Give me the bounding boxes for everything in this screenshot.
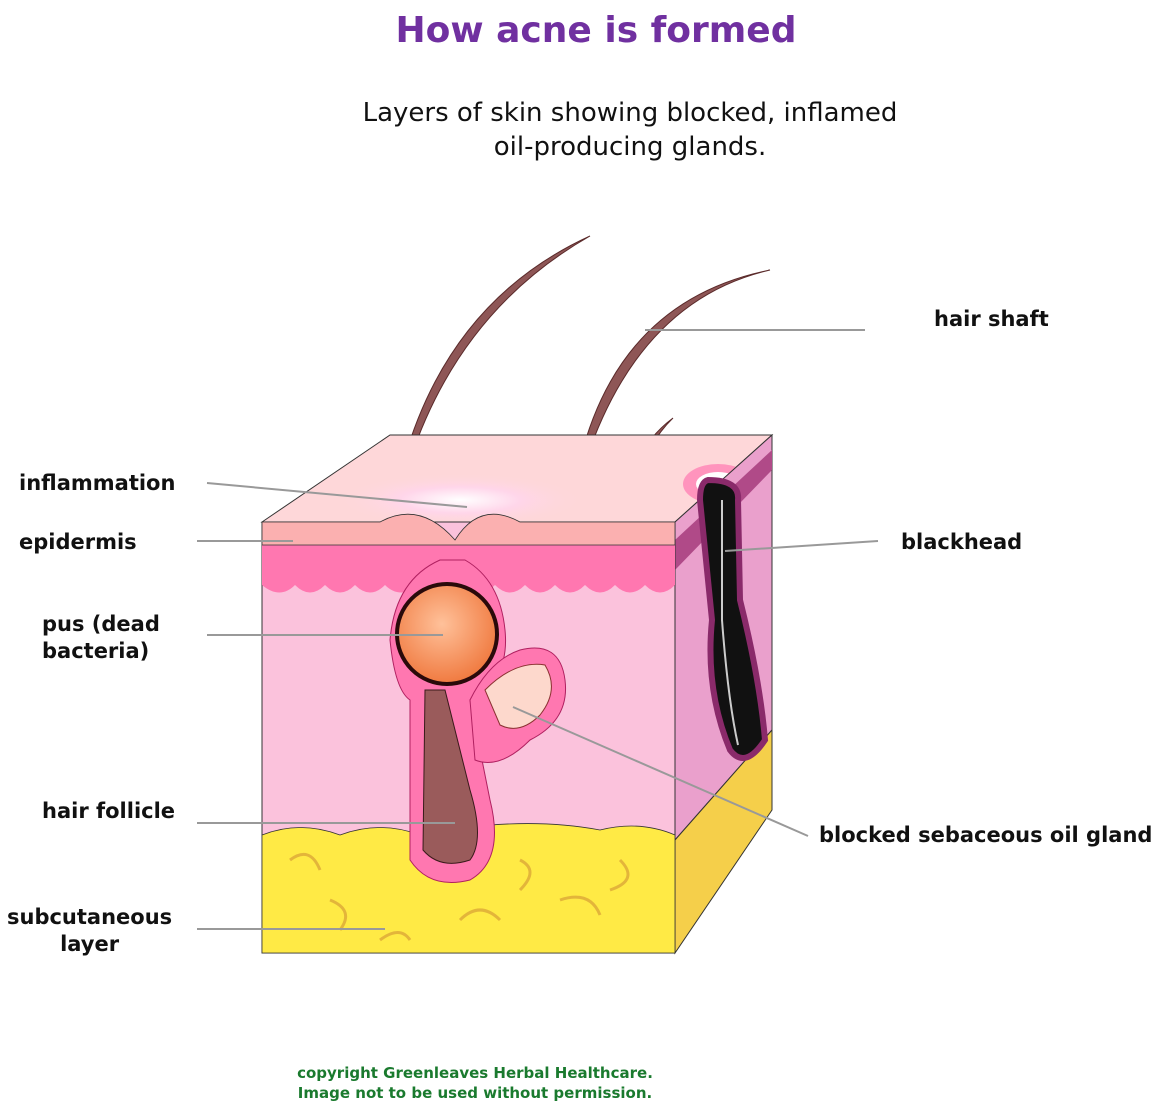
label-pus-line-1: pus (dead: [42, 612, 160, 636]
blackhead-shape: [696, 476, 769, 761]
copyright-line-2: Image not to be used without permission.: [297, 1084, 653, 1102]
label-subcutaneous: subcutaneous layer: [7, 904, 172, 958]
page-title: How acne is formed: [395, 10, 797, 51]
leader-lines: [197, 329, 879, 930]
copyright-notice: copyright Greenleaves Herbal Healthcare.…: [240, 1063, 710, 1103]
label-hair-shaft: hair shaft: [934, 307, 1049, 331]
label-subcutaneous-line-2: layer: [60, 932, 120, 956]
subtitle-line-2: oil-producing glands.: [493, 132, 767, 162]
label-pus-line-2: bacteria): [42, 639, 150, 663]
label-epidermis: epidermis: [19, 530, 137, 554]
subtitle: Layers of skin showing blocked, inflamed…: [330, 96, 930, 164]
subtitle-line-1: Layers of skin showing blocked, inflamed: [362, 98, 898, 128]
label-blackhead: blackhead: [901, 530, 1023, 554]
copyright-line-1: copyright Greenleaves Herbal Healthcare.: [297, 1064, 653, 1082]
label-pus: pus (dead bacteria): [42, 611, 160, 665]
label-sebaceous-gland: blocked sebaceous oil gland: [819, 823, 1153, 847]
label-hair-follicle: hair follicle: [42, 799, 176, 823]
label-subcutaneous-line-1: subcutaneous: [7, 905, 173, 929]
label-inflammation: inflammation: [19, 471, 176, 495]
